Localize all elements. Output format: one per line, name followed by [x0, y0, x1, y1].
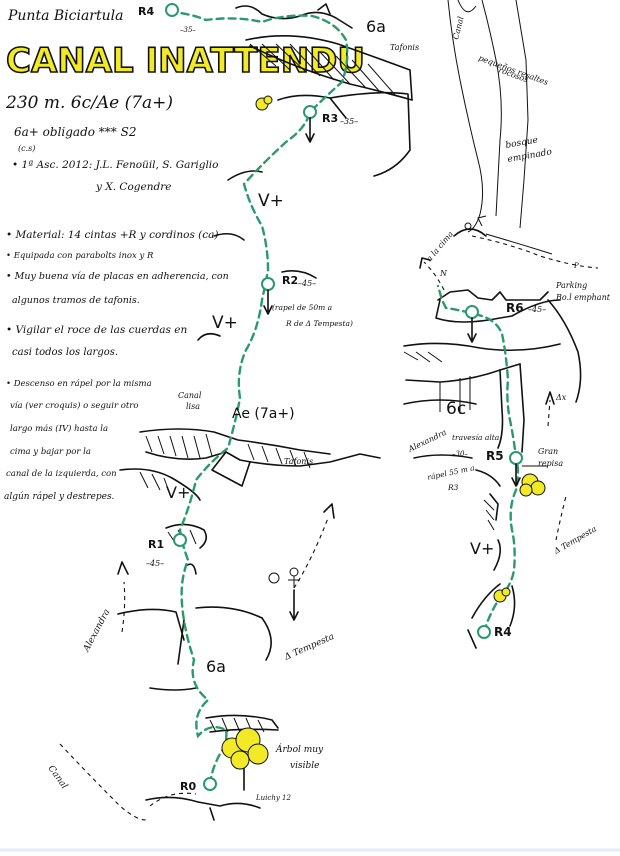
bosque-label: empinado — [507, 147, 553, 165]
tafonis-label: Tafonis — [390, 43, 419, 52]
note-line: • Descenso en rápel por la misma — [6, 378, 152, 389]
obligatory-line: 6a+ obligado *** S2 — [14, 125, 136, 139]
note-line: vía (ver croquis) o seguir otro — [10, 400, 138, 411]
travesia-label: travesía alta — [452, 433, 499, 442]
canal-label: Canal — [451, 15, 465, 40]
route-title: CANAL INATTENDU — [6, 41, 365, 81]
note-line: • Muy buena vía de placas en adherencia,… — [6, 271, 229, 282]
canal-lisa-label: Canal — [178, 391, 202, 400]
left-rock-features — [117, 3, 413, 821]
belay-r6-length: –45– — [528, 305, 546, 314]
note-line: largo más (IV) hasta la — [10, 423, 108, 434]
tempesta-trail — [293, 517, 329, 589]
summit-name: Punta Biciartula — [7, 8, 123, 24]
grade-label: V+ — [470, 539, 494, 558]
alexandra-right-label: Alexandra — [406, 428, 448, 455]
tree-note: visible — [290, 761, 319, 771]
author-signature: Luichy 12 — [255, 794, 291, 802]
obligatory-sub: (c.s) — [18, 144, 35, 153]
tafonis-label: Tafonis — [284, 457, 313, 466]
right-rock-features — [403, 289, 582, 649]
belay-r5-marker — [509, 451, 523, 465]
right-belays: R6 –45– R5 –30– R4 — [452, 301, 546, 639]
grade-label: Ae (7a+) — [232, 406, 295, 422]
belay-r1-label: R1 — [148, 538, 164, 551]
belay-r5-length: –30– — [452, 450, 468, 458]
first-ascent: • 1ª Asc. 2012: J.L. Fenoüil, S. Garigli… — [12, 159, 218, 171]
grade-label: 6a — [366, 17, 386, 36]
svg-text:P: P — [573, 262, 579, 270]
tree-icon — [221, 727, 269, 791]
belay-r4-right-marker — [477, 625, 491, 639]
belay-r6-marker — [465, 305, 479, 319]
left-grades: 6a V+ V+ Ae (7a+) V+ 6a — [166, 17, 386, 676]
tempesta-label: Δ Tempesta — [282, 632, 336, 663]
first-ascent-2: y X. Cogendre — [95, 181, 171, 193]
right-grades: 6c V+ — [446, 399, 494, 558]
belay-r3-label: R3 — [322, 112, 338, 125]
belay-r2-marker — [261, 277, 275, 291]
rapel-note-right: rápel 55 m a — [427, 463, 476, 482]
grade-label: 6c — [446, 399, 466, 419]
right-approach-map: Canal pequeños resaltes rocosos bosque e… — [447, 0, 611, 302]
grade-label: V+ — [212, 313, 238, 333]
belay-r4-label: R4 — [138, 5, 154, 18]
canal-label: Canal — [46, 764, 70, 791]
arrow-ax-label: Δx — [555, 393, 567, 402]
belay-r1-marker — [173, 533, 187, 547]
note-line: • Equipada con parabolts inox y R — [6, 251, 154, 261]
grade-label: 6a — [206, 657, 226, 676]
r3-ref-label: R3 — [447, 483, 459, 492]
grade-label: V+ — [166, 483, 190, 502]
gran-repisa-label: repisa — [538, 459, 563, 468]
note-line: canal de la izquierda, con — [6, 469, 117, 479]
north-letter: N — [439, 269, 448, 278]
gran-repisa-label: Gran — [538, 447, 558, 456]
belay-r6-label: R6 — [506, 301, 524, 315]
belay-r5-label: R5 — [486, 449, 504, 463]
alexandra-trail — [121, 581, 126, 633]
right-annotations: a la cima N Alexandra travesía alta rápe… — [406, 229, 598, 556]
a-la-cima-label: a la cima — [425, 229, 456, 263]
route-line-left — [170, 10, 349, 786]
canal-lisa-label: lisa — [186, 402, 200, 411]
route-grade-line: 230 m. 6c/Ae (7a+) — [5, 93, 173, 113]
belay-r4-length: –35– — [180, 26, 196, 34]
bosque-label: bosque — [505, 135, 539, 151]
belay-r2-length: –45– — [298, 279, 316, 288]
grade-label: V+ — [258, 191, 284, 211]
route-line-right — [436, 284, 520, 634]
belay-r4-marker — [165, 3, 179, 17]
note-line: algún rápel y destrepes. — [4, 491, 115, 502]
canal-trail — [59, 743, 147, 821]
bush-icon — [255, 95, 273, 111]
parking-label: Parking — [555, 281, 587, 290]
belay-r4-right-label: R4 — [494, 625, 512, 639]
left-belays: R4 –35– R3 –35– R2 –45– R1 –45– R0 — [138, 3, 358, 793]
belay-r0-marker — [203, 777, 217, 791]
note-line: casi todos los largos. — [12, 347, 118, 358]
note-line: • Material: 14 cintas +R y cordinos (ca) — [6, 229, 219, 241]
belay-r0-label: R0 — [180, 780, 196, 793]
tree-note: Árbol muy — [275, 743, 324, 755]
bush-icon — [493, 473, 546, 603]
belay-r3-marker — [303, 105, 317, 119]
parking-label: Bo.l emphant — [555, 293, 611, 302]
belay-r2-label: R2 — [282, 274, 298, 287]
note-line: cima y bajar por la — [10, 447, 91, 457]
belay-r3-length: –35– — [340, 117, 358, 126]
rappel-note: R de Δ Tempesta) — [285, 319, 353, 328]
route-notes: • Material: 14 cintas +R y cordinos (ca)… — [4, 229, 229, 502]
rappel-note: (rapel de 50m a — [272, 303, 332, 312]
note-line: algunos tramos de tafonis. — [12, 295, 140, 306]
note-line: • Vigilar el roce de las cuerdas en — [6, 324, 187, 336]
belay-r1-length: –45– — [146, 559, 164, 568]
alexandra-label: Alexandra — [81, 608, 112, 655]
